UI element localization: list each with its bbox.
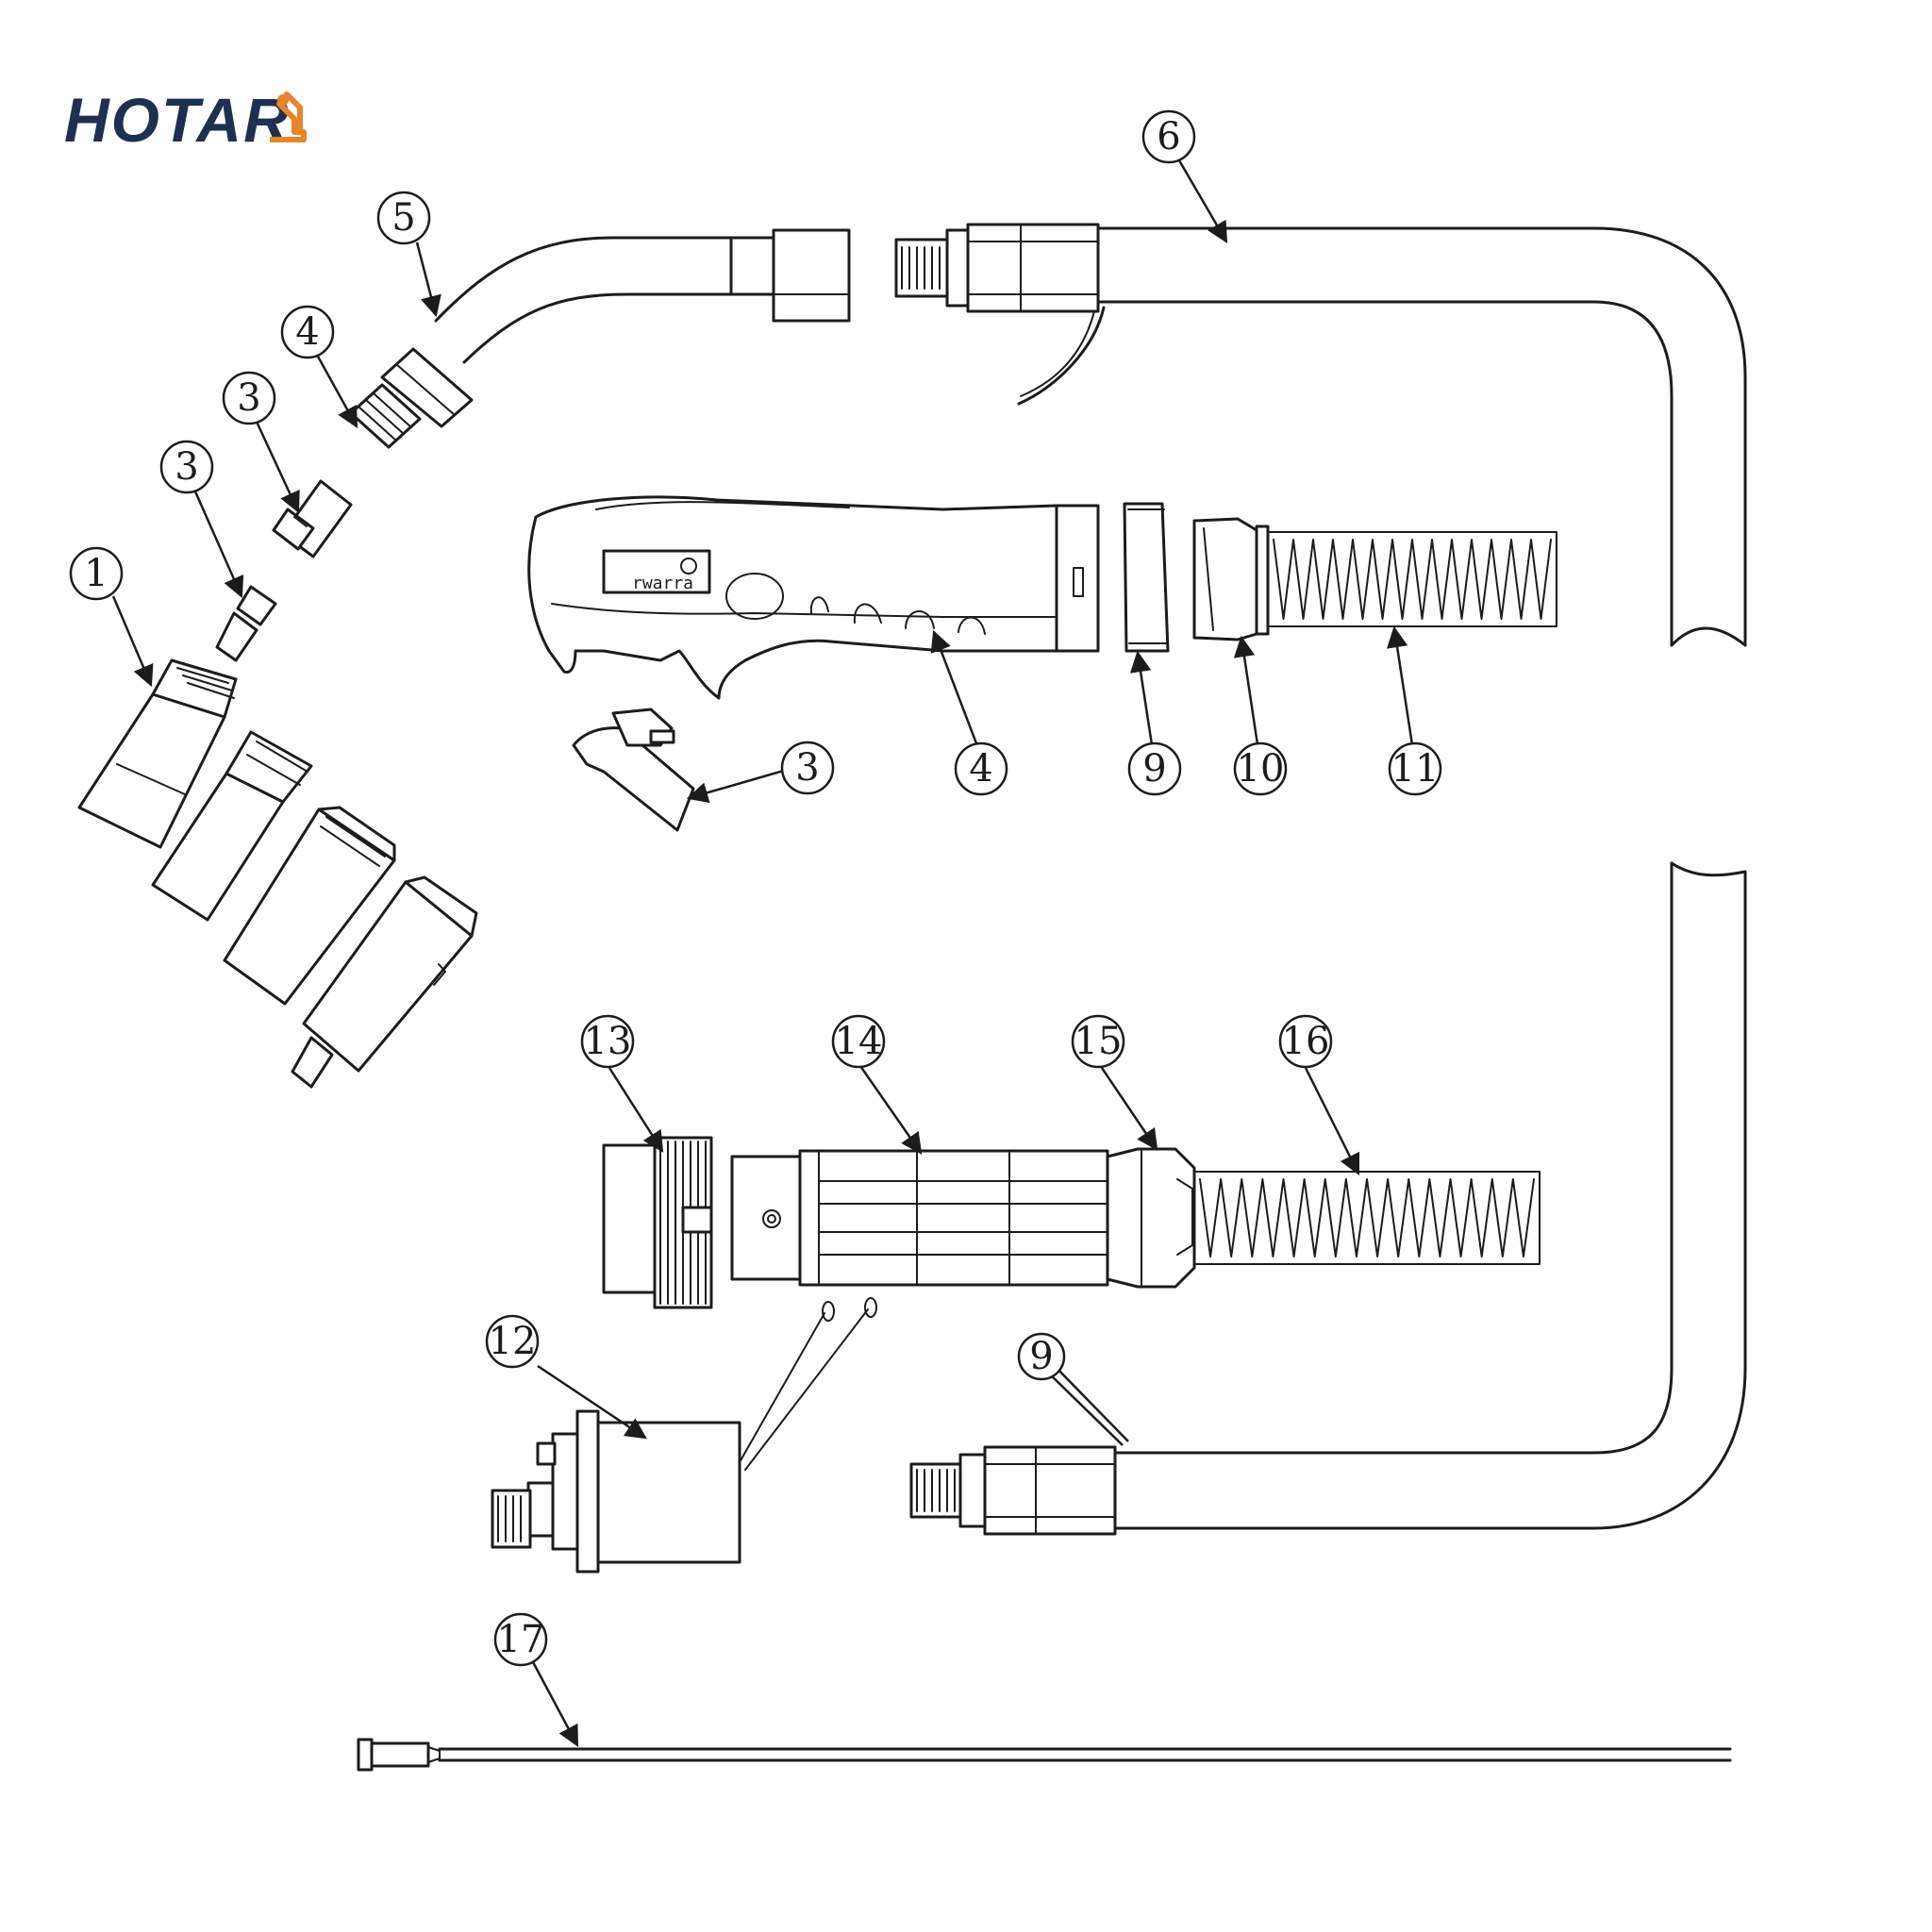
callout-12-label: 12 <box>489 1320 537 1363</box>
callout-12: 12 <box>485 1314 540 1369</box>
callout-3-tip-holder-label: 3 <box>175 445 198 489</box>
rear-collar <box>1106 1147 1196 1289</box>
callout-4-handle-label: 4 <box>969 747 992 791</box>
callout-13: 13 <box>580 1014 635 1069</box>
nozzle-b <box>151 730 313 922</box>
callout-9-ring: 9 <box>1127 741 1182 796</box>
nozzle-a <box>77 658 238 849</box>
brand-logo: HOTAR <box>64 85 307 155</box>
callout-16: 16 <box>1278 1014 1333 1069</box>
wire-liner <box>357 1738 1732 1772</box>
leader-lines <box>111 159 1415 1747</box>
handle-body-tube <box>730 1149 1109 1287</box>
nozzle-c <box>223 806 396 1006</box>
handle-ring <box>1123 502 1170 653</box>
callout-9-cable: 9 <box>1017 1332 1066 1381</box>
callout-6: 6 <box>1141 109 1196 164</box>
callout-3-trigger: 3 <box>780 741 835 795</box>
callout-11-label: 11 <box>1391 747 1440 791</box>
callout-4-handle: 4 <box>954 741 1008 796</box>
handle-label: rwarra <box>632 574 693 593</box>
switch-module <box>491 1297 877 1574</box>
callout-1: 1 <box>69 546 124 601</box>
callout-3-contact-tip-label: 3 <box>237 376 260 420</box>
trigger <box>572 708 695 832</box>
cable-spring-lower <box>1193 1171 1541 1265</box>
callout-3-tip-holder: 3 <box>159 440 214 494</box>
callout-15-label: 15 <box>1074 1020 1123 1063</box>
callout-10-label: 10 <box>1237 747 1285 791</box>
callout-11: 11 <box>1388 741 1442 796</box>
robot-arm-logo-icon <box>270 92 307 142</box>
cable-assembly <box>894 223 1747 1536</box>
cable-spring-upper <box>1267 531 1557 627</box>
callout-9-ring-label: 9 <box>1142 747 1166 791</box>
callout-17-label: 17 <box>497 1618 545 1661</box>
callout-17: 17 <box>493 1612 548 1667</box>
callout-14: 14 <box>831 1014 886 1069</box>
callout-4-neck-thread-label: 4 <box>295 310 319 354</box>
torch-handle: rwarra <box>527 495 1100 700</box>
callout-1-label: 1 <box>84 552 108 595</box>
callout-3-contact-tip: 3 <box>222 371 276 425</box>
tip-holder <box>215 585 277 662</box>
brand-logo-text: HOTAR <box>64 85 291 155</box>
callout-5: 5 <box>376 191 431 245</box>
callout-4-neck-thread: 4 <box>280 305 335 359</box>
callout-9-cable-label: 9 <box>1029 1335 1053 1378</box>
rear-cap <box>1192 517 1270 641</box>
callout-6-label: 6 <box>1157 115 1180 158</box>
callout-16-label: 16 <box>1282 1020 1330 1063</box>
callout-10: 10 <box>1233 741 1288 796</box>
nozzle-d <box>291 875 478 1089</box>
contact-tip <box>272 479 353 558</box>
callout-15: 15 <box>1071 1014 1125 1069</box>
callout-3-trigger-label: 3 <box>795 746 819 790</box>
callout-13-label: 13 <box>584 1020 632 1063</box>
knurled-nut <box>602 1136 713 1309</box>
torch-neck <box>349 228 851 449</box>
callout-14-label: 14 <box>835 1020 883 1063</box>
callout-5-label: 5 <box>391 196 415 240</box>
